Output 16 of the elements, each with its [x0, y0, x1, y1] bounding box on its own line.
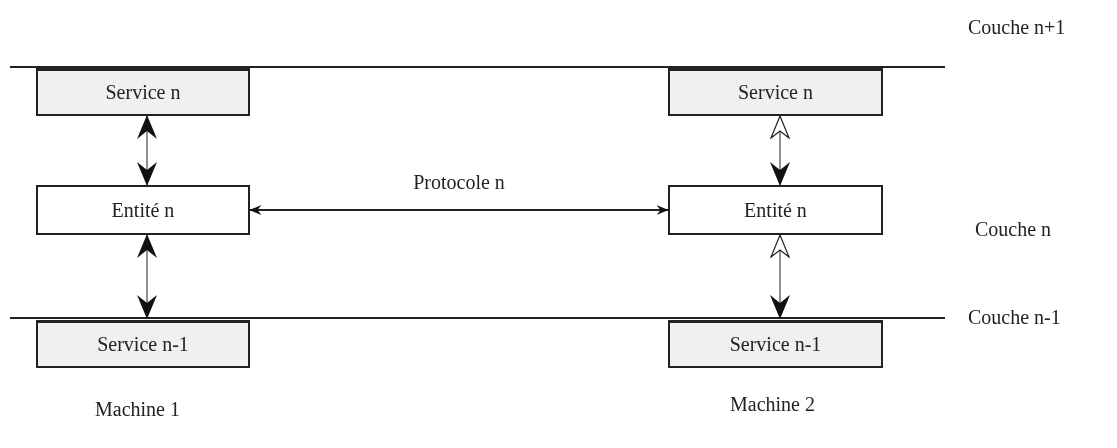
- service-box: Service n: [668, 68, 883, 116]
- entity-box: Entité n: [36, 185, 250, 235]
- double-arrow: [770, 234, 790, 319]
- service-box: Service n-1: [668, 320, 883, 368]
- double-arrow: [137, 234, 157, 319]
- machine-label: Machine 2: [730, 393, 815, 416]
- double-arrow: [249, 205, 669, 215]
- layer-label: Couche n+1: [968, 16, 1066, 39]
- layer-label: Couche n: [975, 218, 1052, 241]
- entity-box: Entité n: [668, 185, 883, 235]
- service-box: Service n-1: [36, 320, 250, 368]
- layer-label: Couche n-1: [968, 306, 1061, 329]
- machine-label: Machine 1: [95, 398, 180, 421]
- double-arrow: [770, 115, 790, 186]
- service-box: Service n: [36, 68, 250, 116]
- double-arrow: [137, 115, 157, 186]
